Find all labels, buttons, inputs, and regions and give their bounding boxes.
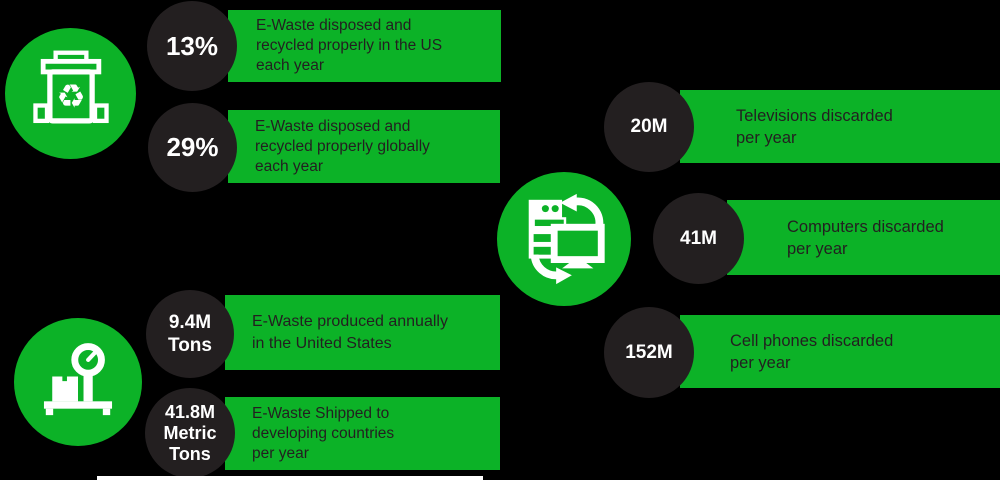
stat-value: 152M — [625, 341, 673, 363]
stat-label: E-Waste disposed and recycled properly i… — [256, 17, 443, 74]
stat-bar-us-recycle-rate: E-Waste disposed and recycled properly i… — [228, 10, 501, 82]
stat-value: 41M — [680, 227, 717, 249]
bottom-edge-artifact — [97, 476, 483, 480]
stat-label: E-Waste produced annually in the United … — [252, 312, 448, 352]
stat-value: 41.8M Metric Tons — [163, 401, 217, 464]
stat-value: 20M — [630, 116, 668, 137]
stat-label: E-Waste Shipped to developing countries … — [252, 404, 395, 462]
stat-badge-us-recycle-rate: 13% — [147, 1, 237, 91]
stat-bar-global-recycle-rate: E-Waste disposed and recycled properly g… — [228, 110, 500, 183]
stat-badge-global-recycle-rate: 29% — [148, 103, 237, 192]
stat-badge-us-production: 9.4M Tons — [146, 290, 234, 378]
stat-bar-us-production: E-Waste produced annually in the United … — [225, 295, 500, 370]
recycling-bin-icon: ♻ — [5, 28, 136, 159]
stat-label: Computers discarded per year — [787, 217, 944, 258]
stat-label: E-Waste disposed and recycled properly g… — [255, 117, 430, 175]
stat-bar-televisions: Televisions discarded per year — [680, 90, 1000, 163]
stat-value: 9.4M Tons — [168, 312, 212, 356]
computer-recycle-icon — [497, 172, 631, 306]
stat-badge-televisions: 20M — [604, 82, 694, 172]
stat-value: 29% — [166, 132, 219, 162]
stat-badge-cell-phones: 152M — [604, 307, 694, 398]
stat-bar-computers: Computers discarded per year — [727, 200, 1000, 275]
stat-badge-computers: 41M — [653, 193, 744, 284]
stat-label: Cell phones discarded per year — [730, 331, 894, 372]
stat-bar-cell-phones: Cell phones discarded per year — [680, 315, 1000, 388]
stat-bar-shipped-abroad: E-Waste Shipped to developing countries … — [225, 397, 500, 470]
weighing-scale-icon — [14, 318, 142, 446]
stat-label: Televisions discarded per year — [736, 106, 893, 147]
stat-badge-shipped-abroad: 41.8M Metric Tons — [145, 388, 235, 478]
svg-text:♻: ♻ — [56, 77, 85, 115]
stat-value: 13% — [165, 30, 219, 61]
